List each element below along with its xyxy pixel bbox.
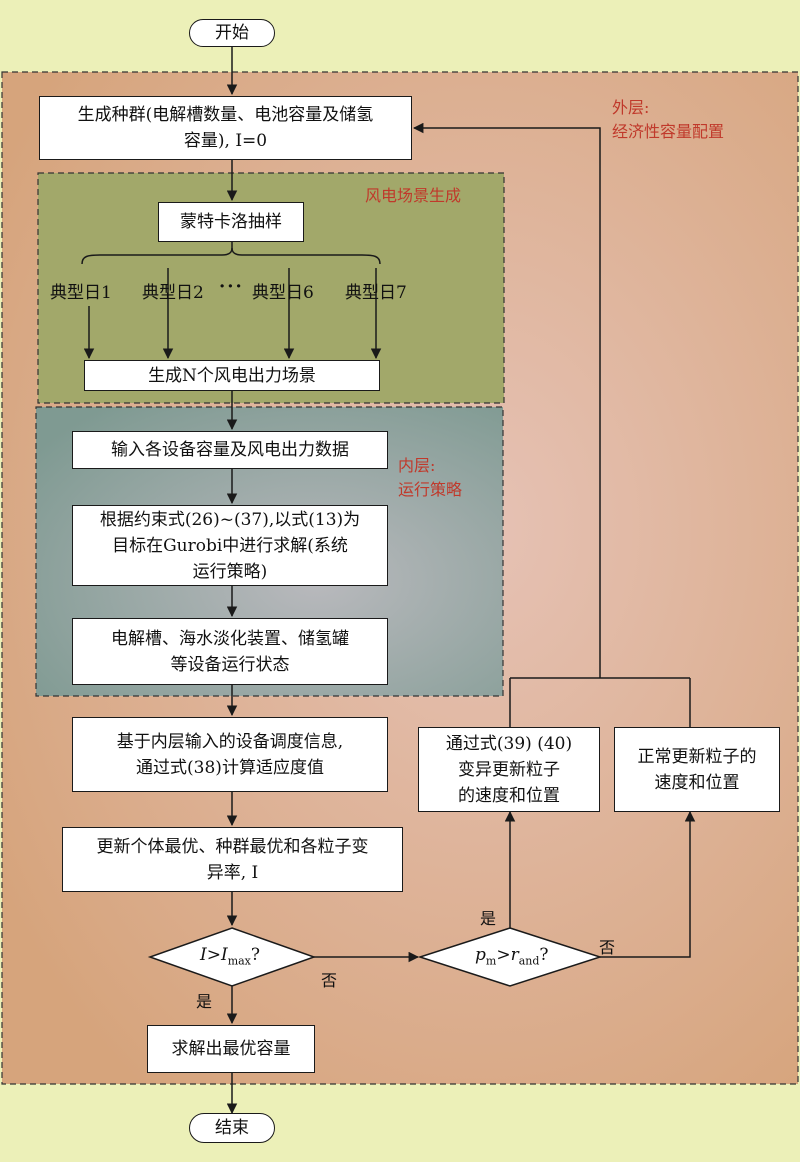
optimal-capacity-text: 求解出最优容量 (171, 1039, 291, 1059)
typical-day-6: 典型日6 (252, 283, 314, 303)
init-population-line1: 生成种群(电解槽数量、电池容量及储氢 (77, 105, 374, 125)
monte-carlo-text: 蒙特卡洛抽样 (180, 212, 282, 232)
rand-no-label: 否 (599, 938, 616, 957)
solve-strategy-line3: 运行策略) (192, 561, 268, 582)
outer-loop-label-line2: 经济性容量配置 (612, 122, 725, 141)
update-line2: 异率, I (206, 862, 259, 883)
fitness-line2: 通过式(38)计算适应度值 (136, 757, 324, 778)
arrow-rand-no (600, 810, 696, 958)
solve-strategy-box: 根据约束式(26)~(37),以式(13)为 目标在Gurobi中进行求解(系统… (72, 505, 388, 586)
device-status-line2: 等设备运行状态 (170, 654, 290, 675)
normal-update-line2: 速度和位置 (654, 772, 740, 793)
inner-loop-label: 内层: 运行策略 (398, 454, 462, 502)
typical-day-2: 典型日2 (142, 283, 204, 303)
typical-day-7: 典型日7 (345, 283, 407, 303)
inner-loop-label-line1: 内层: (398, 456, 436, 475)
rand-check-rsub: and (518, 954, 540, 968)
outer-loop-label-line1: 外层: (612, 98, 650, 117)
rand-check-gt: >r (496, 945, 519, 965)
rand-check-p: p (475, 945, 486, 965)
mutate-line1: 通过式(39) (40) (445, 733, 573, 754)
typical-day-1: 典型日1 (50, 283, 112, 303)
wind-scenario-label: 风电场景生成 (365, 184, 461, 208)
solve-strategy-line2: 目标在Gurobi中进行求解(系统 (112, 535, 348, 556)
rand-yes-label: 是 (480, 909, 497, 928)
rand-check-q: ? (539, 945, 549, 965)
update-box: 更新个体最优、种群最优和各粒子变 异率, I (62, 827, 403, 892)
iter-check-base: I>I (200, 945, 228, 965)
rand-check-psub: m (485, 954, 497, 968)
generate-scenarios-box: 生成N个风电出力场景 (84, 360, 380, 391)
normal-update-box: 正常更新粒子的 速度和位置 (614, 727, 780, 812)
end-text: 结束 (215, 1118, 249, 1138)
iter-yes-label: 是 (196, 992, 213, 1011)
arrow-loop-back (412, 122, 601, 678)
random-decision-label: pm>rand? (475, 945, 549, 967)
start-terminal: 开始 (189, 19, 275, 47)
init-population-box: 生成种群(电解槽数量、电池容量及储氢 容量), I=0 (39, 96, 412, 160)
update-line1: 更新个体最优、种群最优和各粒子变 (96, 836, 369, 857)
iter-check-sub: max (227, 954, 251, 968)
iteration-decision-diamond (147, 927, 317, 987)
device-status-box: 电解槽、海水淡化装置、储氢罐 等设备运行状态 (72, 618, 388, 685)
fitness-box: 基于内层输入的设备调度信息, 通过式(38)计算适应度值 (72, 717, 388, 792)
device-status-line1: 电解槽、海水淡化装置、储氢罐 (111, 628, 349, 649)
normal-update-line1: 正常更新粒子的 (637, 746, 757, 767)
mutate-line3: 的速度和位置 (458, 785, 560, 806)
start-text: 开始 (215, 23, 249, 43)
iter-no-label: 否 (321, 971, 338, 990)
outer-loop-label: 外层: 经济性容量配置 (612, 96, 724, 144)
monte-carlo-box: 蒙特卡洛抽样 (158, 202, 304, 242)
end-terminal: 结束 (189, 1113, 275, 1143)
random-decision-diamond (417, 927, 603, 987)
inner-loop-label-line2: 运行策略 (398, 480, 463, 499)
typical-day-ellipsis: ··· (219, 276, 244, 297)
iteration-decision-label: I>Imax? (200, 945, 260, 967)
input-data-text: 输入各设备容量及风电出力数据 (111, 440, 349, 460)
solve-strategy-line1: 根据约束式(26)~(37),以式(13)为 (99, 509, 361, 530)
typical-day-brace (81, 247, 381, 265)
fitness-line1: 基于内层输入的设备调度信息, (116, 731, 344, 752)
init-population-line2: 容量), I=0 (183, 131, 268, 151)
mutate-line2: 变异更新粒子 (458, 759, 560, 780)
input-data-box: 输入各设备容量及风电出力数据 (72, 431, 388, 469)
optimal-capacity-box: 求解出最优容量 (147, 1025, 315, 1073)
generate-scenarios-text: 生成N个风电出力场景 (148, 365, 316, 386)
mutate-box: 通过式(39) (40) 变异更新粒子 的速度和位置 (418, 727, 600, 812)
iter-check-q: ? (250, 945, 261, 965)
wind-scenario-label-text: 风电场景生成 (365, 186, 462, 205)
